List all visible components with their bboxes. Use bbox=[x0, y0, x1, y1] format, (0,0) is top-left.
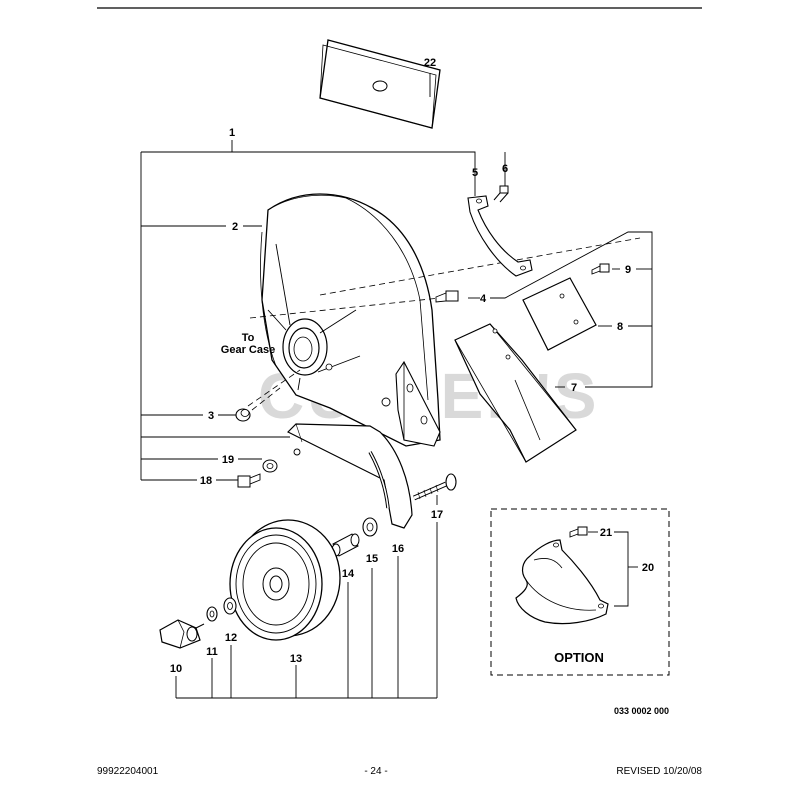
callout-11: 11 bbox=[206, 646, 218, 658]
callout-19: 19 bbox=[222, 454, 234, 466]
callout-16: 16 bbox=[392, 543, 404, 555]
part-21-screw bbox=[569, 526, 588, 538]
callout-7: 7 bbox=[571, 382, 577, 394]
part-4-bolt bbox=[435, 290, 459, 303]
callout-17: 17 bbox=[431, 509, 443, 521]
part-13-wheel bbox=[229, 519, 341, 641]
callout-1: 1 bbox=[229, 127, 235, 139]
part-12-washer bbox=[223, 597, 237, 615]
assembly-dashed-lines bbox=[247, 237, 641, 411]
drawing-number: 033 0002 000 bbox=[614, 706, 669, 716]
callout-20: 20 bbox=[642, 562, 654, 574]
note-to: To bbox=[242, 332, 255, 344]
callout-13: 13 bbox=[290, 653, 302, 665]
callout-12: 12 bbox=[225, 632, 237, 644]
callout-5: 5 bbox=[472, 167, 478, 179]
option-box bbox=[490, 508, 670, 676]
part-8-plate bbox=[522, 277, 597, 351]
part-20-optional-guard bbox=[515, 531, 638, 625]
note-gear-case: Gear Case bbox=[221, 344, 275, 356]
part-10-wing-knob bbox=[159, 619, 205, 649]
callout-18: 18 bbox=[200, 475, 212, 487]
callout-9: 9 bbox=[625, 264, 631, 276]
part-2-guard-housing bbox=[260, 193, 441, 447]
part-16-slotted-arm bbox=[286, 423, 413, 529]
callout-15: 15 bbox=[366, 553, 378, 565]
callout-numbers: 1 2 3 4 5 6 7 8 9 10 11 12 13 14 15 16 1… bbox=[170, 57, 654, 675]
part-14-spacer bbox=[331, 533, 360, 557]
option-label: OPTION bbox=[554, 650, 604, 665]
part-15-washer bbox=[362, 517, 378, 537]
part-5-strap-bracket bbox=[467, 195, 533, 277]
callout-22: 22 bbox=[424, 57, 436, 69]
part-11-washer bbox=[206, 606, 218, 622]
callout-8: 8 bbox=[617, 321, 623, 333]
callout-2: 2 bbox=[232, 221, 238, 233]
callout-4: 4 bbox=[480, 293, 487, 305]
callout-3: 3 bbox=[208, 410, 214, 422]
part-6-screw bbox=[493, 185, 509, 203]
footer-page-number: - 24 - bbox=[364, 766, 387, 777]
part-22-plate bbox=[319, 39, 441, 129]
callout-bracket-lines bbox=[140, 140, 653, 699]
part-3-nut bbox=[235, 408, 251, 422]
callout-21: 21 bbox=[600, 527, 612, 539]
part-7-skid-plate bbox=[454, 323, 577, 463]
footer-revision: REVISED 10/20/08 bbox=[616, 766, 702, 777]
callout-14: 14 bbox=[342, 568, 355, 580]
part-19-washer bbox=[262, 459, 278, 473]
callout-10: 10 bbox=[170, 663, 182, 675]
part-9-screw bbox=[591, 263, 610, 275]
footer-part-number: 99922204001 bbox=[97, 766, 159, 777]
part-17-carriage-bolt bbox=[412, 473, 457, 501]
part-18-bolt bbox=[237, 473, 261, 488]
callout-6: 6 bbox=[502, 163, 508, 175]
